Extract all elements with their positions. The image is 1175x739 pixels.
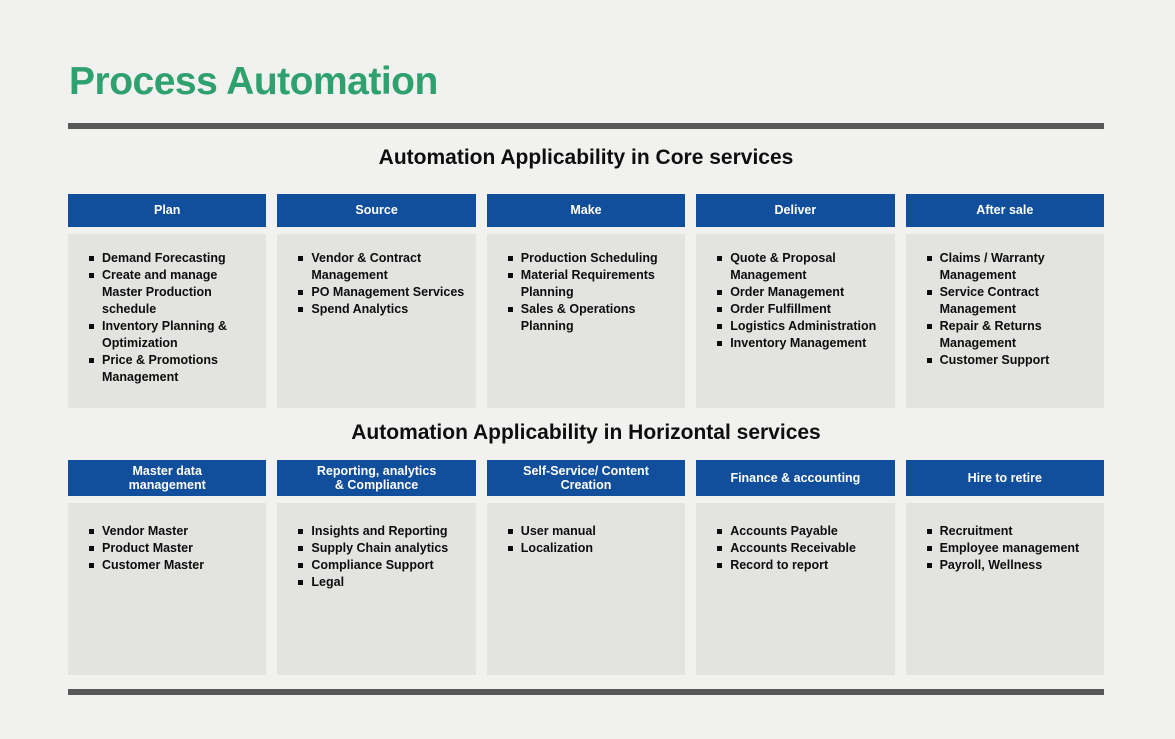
list-item: Legal <box>298 574 467 591</box>
list-item: Logistics Administration <box>717 318 886 335</box>
list-item: Product Master <box>89 540 258 557</box>
list-item: Localization <box>507 540 677 557</box>
list-item: Price & Promotions Management <box>89 352 258 386</box>
top-divider <box>68 122 1104 129</box>
list-item: Supply Chain analytics <box>298 540 467 557</box>
core-services-heading: Automation Applicability in Core service… <box>378 145 794 169</box>
list-item: Customer Support <box>926 352 1096 369</box>
column-header: Plan <box>68 193 267 227</box>
list-item: Service Contract Management <box>926 284 1096 318</box>
list-item: Material Requirements Planning <box>507 267 677 301</box>
column-header: Self-Service/ Content Creation <box>486 459 686 496</box>
list-item: Insights and Reporting <box>298 523 467 540</box>
list-item: Create and manage Master Production sche… <box>89 267 258 318</box>
list-item: User manual <box>507 523 677 540</box>
column-header: Master data management <box>68 459 267 496</box>
list-item: Quote & Proposal Management <box>717 250 886 284</box>
column-header: Reporting, analytics & Compliance <box>277 459 476 496</box>
list-item: Compliance Support <box>298 557 467 574</box>
list-item: Sales & Operations Planning <box>507 301 677 335</box>
list-item: Inventory Planning & Optimization <box>89 318 258 352</box>
list-item: Order Fulfillment <box>717 301 886 318</box>
column-header: Finance & accounting <box>696 459 895 496</box>
list-item: Inventory Management <box>717 335 886 352</box>
column-header: After sale <box>905 193 1104 227</box>
list-item: Vendor Master <box>89 523 258 540</box>
list-item: Recruitment <box>926 523 1096 540</box>
list-item: Accounts Receivable <box>717 540 886 557</box>
column-header: Hire to retire <box>905 459 1104 496</box>
list-item: Customer Master <box>89 557 258 574</box>
section-horizontal-services: Automation Applicability in Horizontal s… <box>0 421 1175 675</box>
list-item: Employee management <box>926 540 1096 557</box>
list-item: Spend Analytics <box>298 301 467 318</box>
horizontal-services-heading: Automation Applicability in Horizontal s… <box>351 420 821 444</box>
list-item: Payroll, Wellness <box>926 557 1096 574</box>
list-item: Production Scheduling <box>507 250 677 267</box>
column-header: Source <box>277 193 476 227</box>
list-item: Demand Forecasting <box>89 250 258 267</box>
column-header: Make <box>486 193 686 227</box>
list-item: Order Management <box>717 284 886 301</box>
column-header: Deliver <box>696 193 895 227</box>
list-item: Claims / Warranty Management <box>926 250 1096 284</box>
list-item: Record to report <box>717 557 886 574</box>
list-item: Accounts Payable <box>717 523 886 540</box>
list-item: Vendor & Contract Management <box>298 250 467 284</box>
bottom-divider <box>68 688 1104 695</box>
page-title: Process Automation <box>69 60 438 103</box>
list-item: PO Management Services <box>298 284 467 301</box>
list-item: Repair & Returns Management <box>926 318 1096 352</box>
section-core-services: Automation Applicability in Core service… <box>0 146 1175 408</box>
